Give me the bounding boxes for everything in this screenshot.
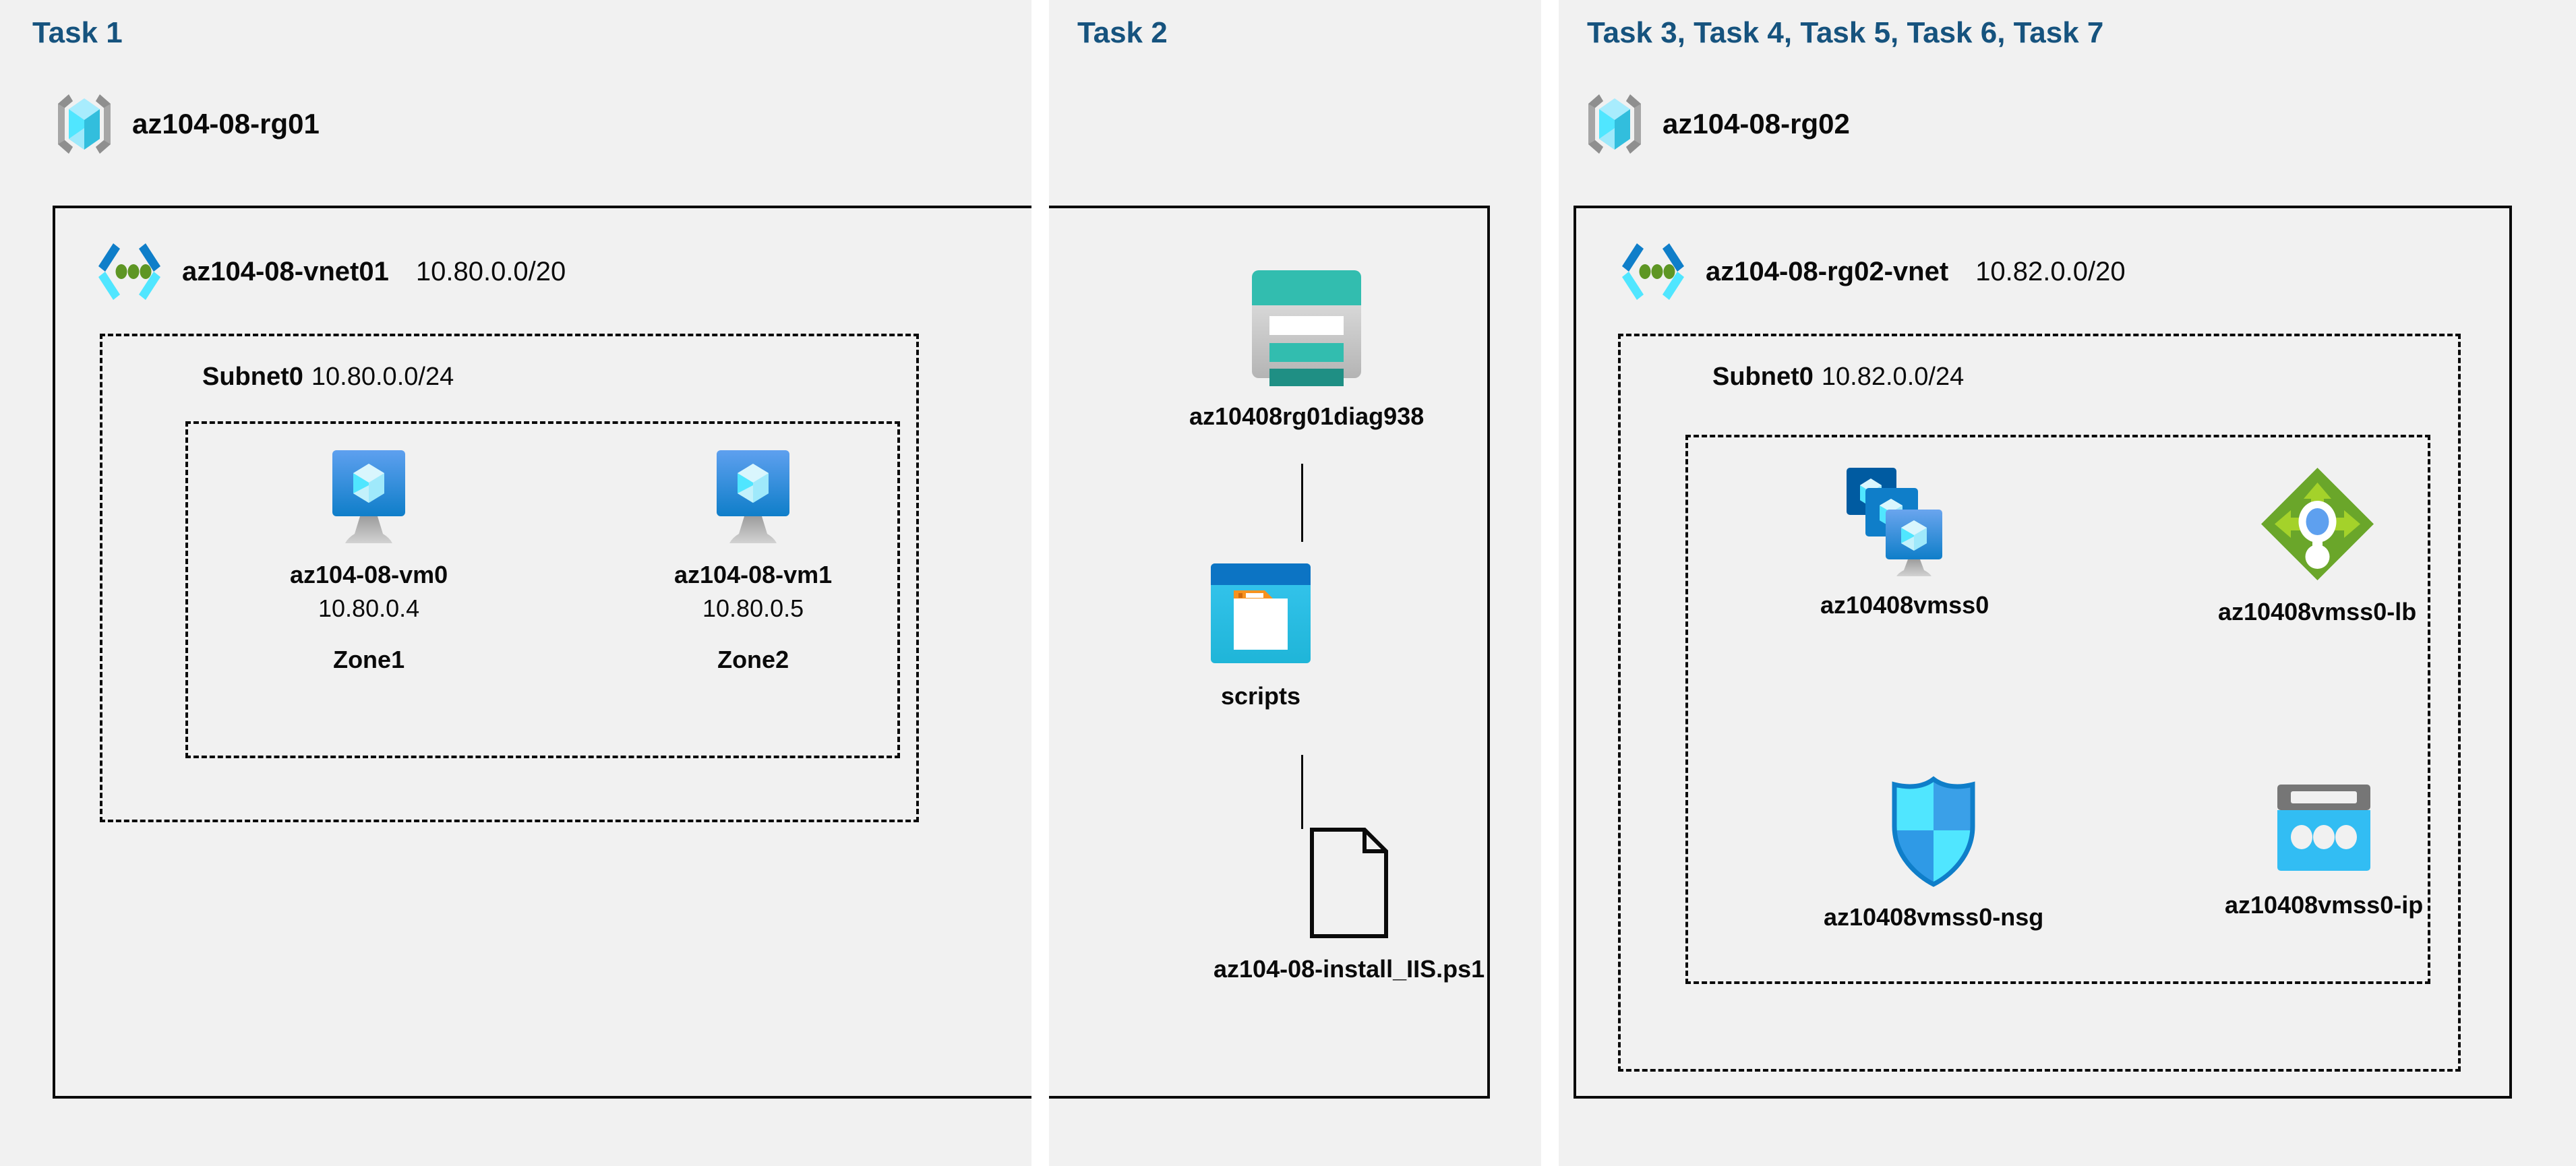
load-balancer-label: az10408vmss0-lb xyxy=(2218,598,2417,625)
resource-group-icon xyxy=(54,86,115,162)
vnet-container-box-02 xyxy=(1574,206,2512,1099)
subnet-name: Subnet0 xyxy=(1712,363,1814,391)
resource-group-box-02 xyxy=(1685,435,2430,984)
public-ip-address-icon xyxy=(2273,782,2374,876)
vnet-name-label: az104-08-vnet01 xyxy=(182,256,389,286)
task-1-title: Task 1 xyxy=(32,16,123,49)
node-vm-scale-set[interactable]: az10408vmss0 xyxy=(1820,465,1989,619)
panel-gutter-1 xyxy=(1031,0,1049,1166)
connector-storage-to-scripts xyxy=(1301,464,1303,542)
node-storage-account[interactable]: az10408rg01diag938 xyxy=(1189,266,1424,431)
connector-scripts-to-file xyxy=(1301,755,1303,829)
storage-account-icon xyxy=(1242,266,1371,388)
virtual-network-icon xyxy=(1618,239,1688,304)
vnet-name-label: az104-08-rg02-vnet xyxy=(1706,256,1949,286)
network-security-group-label: az10408vmss0-nsg xyxy=(1824,903,2044,931)
panel-task-3 xyxy=(1559,0,2576,1166)
vm-ip-label: 10.80.0.4 xyxy=(318,594,420,622)
node-vm0[interactable]: az104-08-vm0 10.80.0.4 Zone1 xyxy=(290,445,448,674)
vnet-cidr-label: 10.80.0.0/20 xyxy=(415,256,566,286)
blob-container-label: scripts xyxy=(1220,682,1301,710)
node-load-balancer[interactable]: az10408vmss0-lb xyxy=(2218,465,2416,626)
vm-name-label: az104-08-vm0 xyxy=(290,561,448,588)
public-ip-address-label: az10408vmss0-ip xyxy=(2225,891,2424,919)
load-balancer-icon xyxy=(2258,465,2376,583)
virtual-network-icon xyxy=(94,239,164,304)
subnet-cidr: 10.80.0.0/24 xyxy=(311,363,454,391)
subnet-box-02 xyxy=(1618,334,2461,1072)
virtual-machine-icon xyxy=(705,445,801,546)
availability-zone-group-box-01 xyxy=(185,421,900,758)
vm-name-label: az104-08-vm1 xyxy=(674,561,833,588)
subnet-label-01: Subnet0 10.80.0.0/24 xyxy=(202,363,454,392)
task-3-title: Task 3, Task 4, Task 5, Task 6, Task 7 xyxy=(1587,16,2104,49)
task-2-title: Task 2 xyxy=(1077,16,1168,49)
resource-group-row-01: az104-08-rg01 xyxy=(54,86,320,162)
resource-group-icon xyxy=(1584,86,1645,162)
node-public-ip-address[interactable]: az10408vmss0-ip xyxy=(2225,782,2423,919)
subnet-name: Subnet0 xyxy=(202,363,303,391)
vm-ip-label: 10.80.0.5 xyxy=(702,594,804,622)
vnet-row-01: az104-08-vnet01 10.80.0.0/20 xyxy=(94,239,566,304)
blob-container-icon xyxy=(1207,559,1315,667)
vm-zone-label: Zone1 xyxy=(333,646,405,673)
vm-scale-set-label: az10408vmss0 xyxy=(1820,591,1989,619)
vnet-container-box-01 xyxy=(53,206,1490,1099)
network-security-group-icon xyxy=(1883,775,1984,888)
panel-gutter-2 xyxy=(1541,0,1559,1166)
resource-group-label: az104-08-rg02 xyxy=(1663,108,1850,140)
script-file-label: az104-08-install_IIS.ps1 xyxy=(1214,955,1485,983)
panel-task-1 xyxy=(0,0,1031,1166)
virtual-machine-icon xyxy=(321,445,417,546)
node-script-file[interactable]: az104-08-install_IIS.ps1 xyxy=(1214,826,1485,983)
node-network-security-group[interactable]: az10408vmss0-nsg xyxy=(1824,775,2043,931)
vnet-row-02: az104-08-rg02-vnet 10.82.0.0/20 xyxy=(1618,239,2126,304)
vnet-cidr-label: 10.82.0.0/20 xyxy=(1975,256,2126,286)
file-document-icon xyxy=(1301,826,1397,940)
storage-account-label: az10408rg01diag938 xyxy=(1189,402,1425,430)
vm-zone-label: Zone2 xyxy=(717,646,789,673)
resource-group-row-02: az104-08-rg02 xyxy=(1584,86,1850,162)
node-vm1[interactable]: az104-08-vm1 10.80.0.5 Zone2 xyxy=(674,445,832,674)
vm-scale-set-icon xyxy=(1844,465,1965,576)
resource-group-label: az104-08-rg01 xyxy=(132,108,320,140)
subnet-box-01 xyxy=(100,334,919,822)
node-blob-container[interactable]: scripts xyxy=(1207,559,1315,710)
subnet-cidr: 10.82.0.0/24 xyxy=(1821,363,1965,391)
